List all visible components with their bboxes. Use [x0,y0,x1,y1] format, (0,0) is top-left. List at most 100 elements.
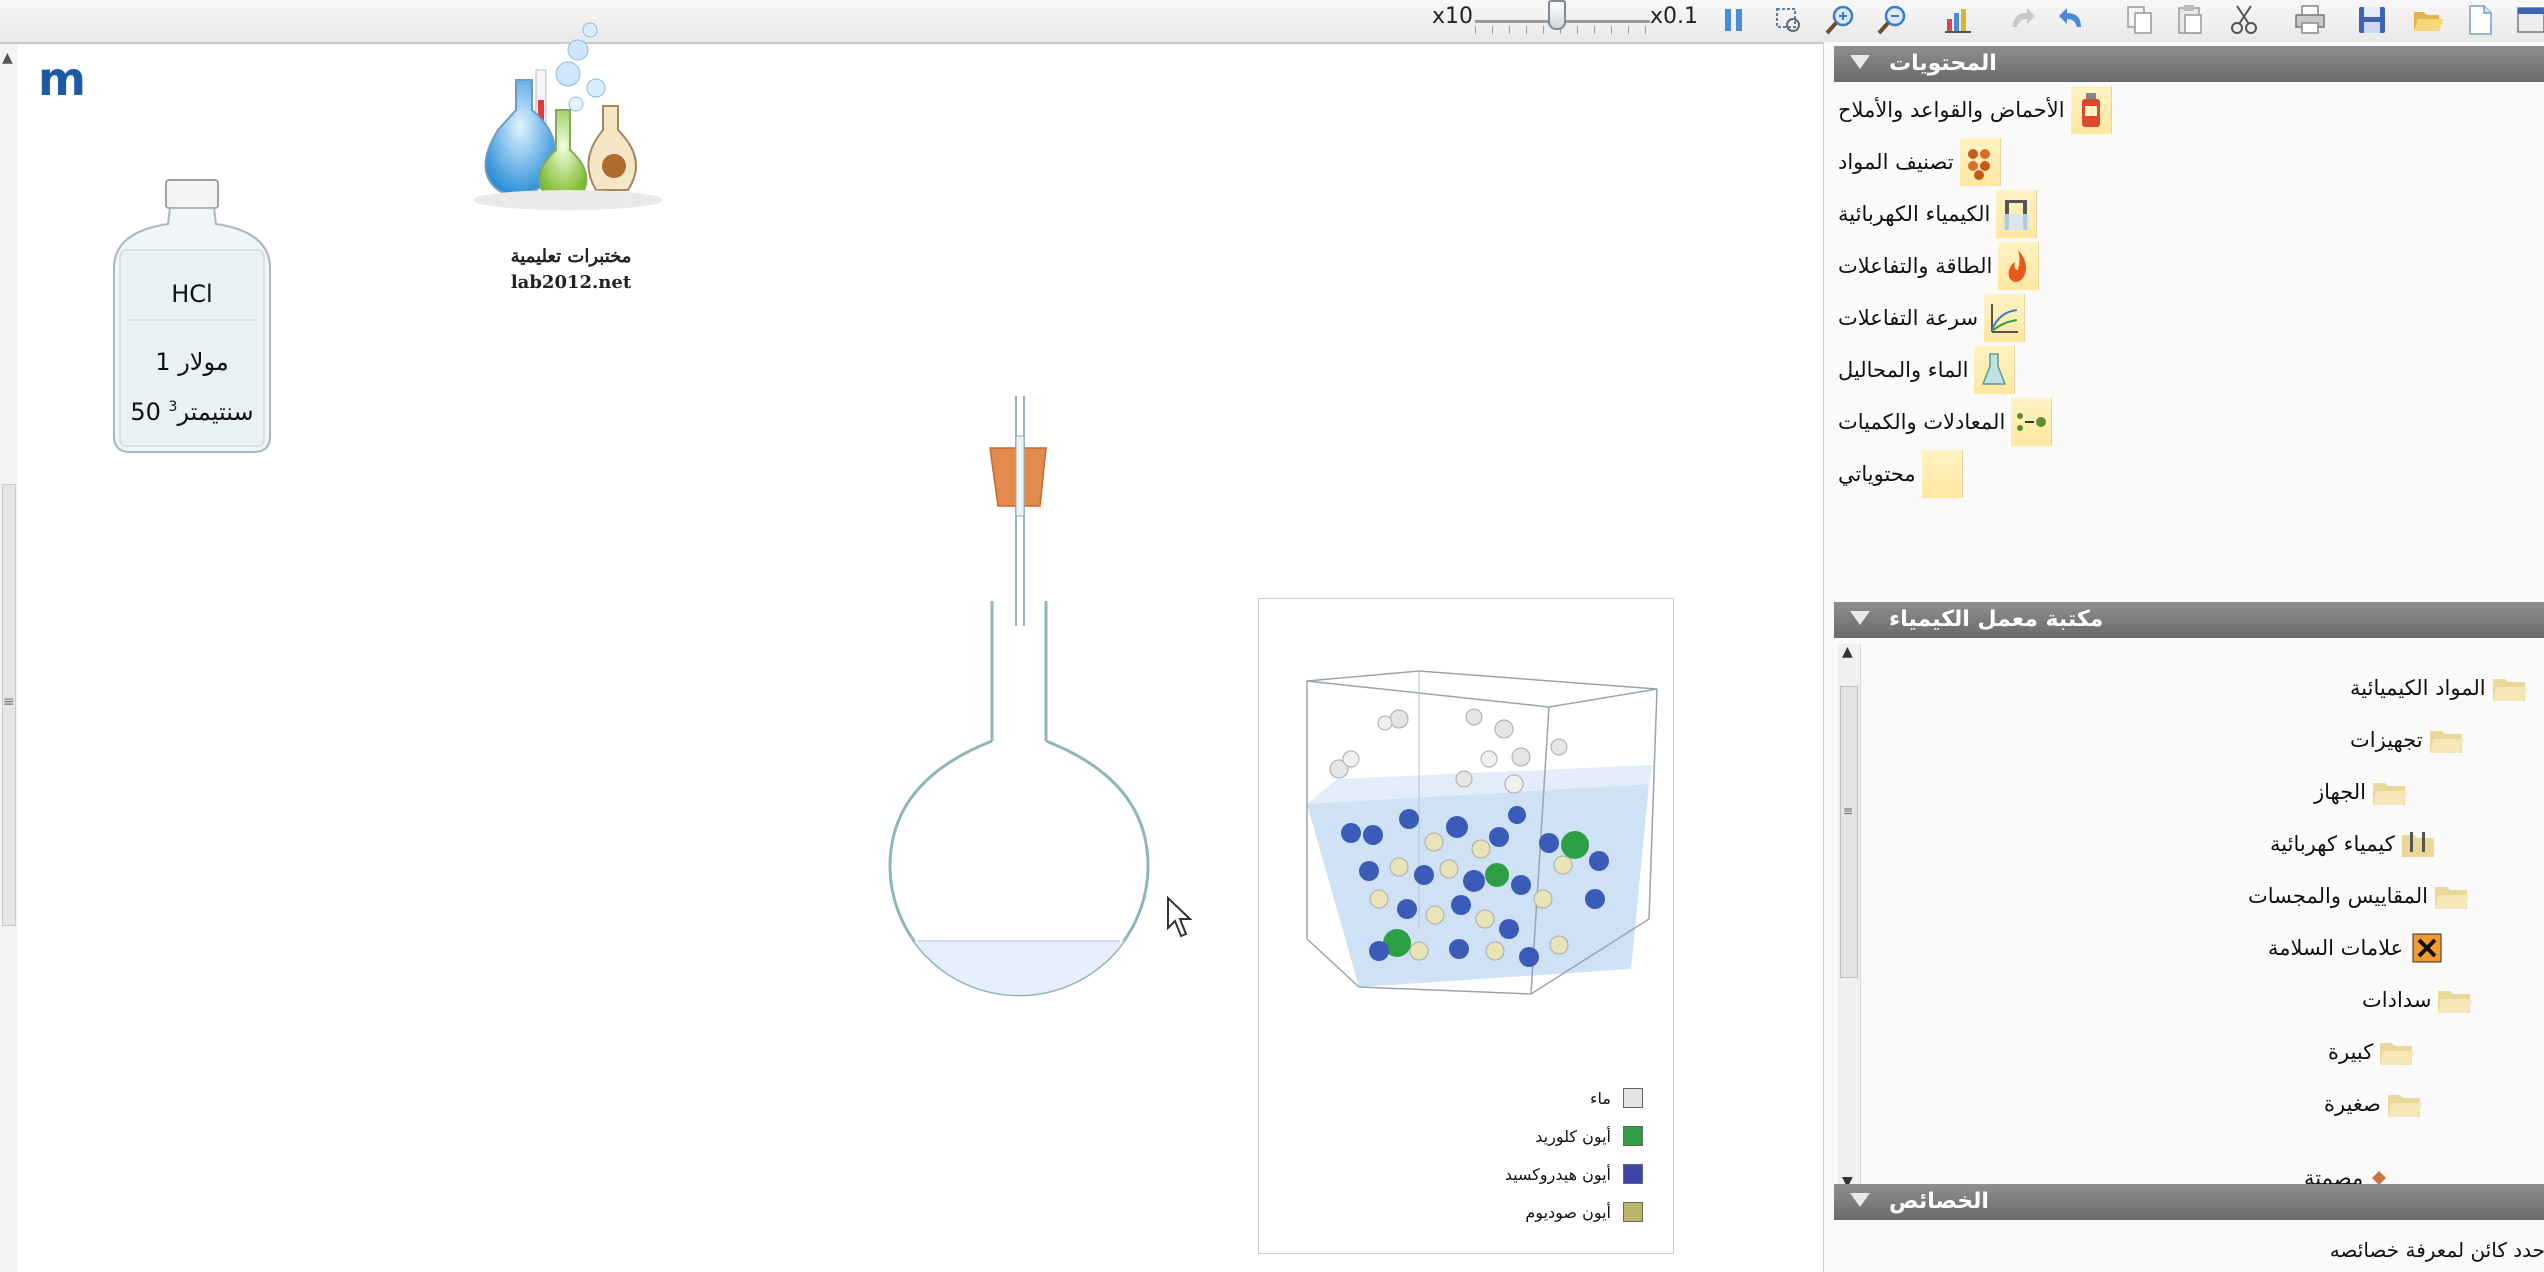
molecular-box [1306,670,1658,995]
library-item-apparatus[interactable]: الجهاز [2314,770,2408,814]
zoom-out-icon [1877,5,1906,35]
hazard-sign-icon [2407,931,2445,965]
electrochemistry-icon [1996,190,2038,238]
scroll-grip-icon: ≡ [3,694,15,710]
lab-logo-url: lab2012.net [510,272,632,293]
print-button[interactable] [2292,2,2328,38]
library-item-label: سدادات [2362,988,2432,1012]
undo-button[interactable] [2054,2,2090,38]
chart-icon [1945,9,1971,33]
speed-max-label: x10 [1432,4,1474,29]
library-item-stoppers[interactable]: سدادات [2362,978,2473,1022]
bottle-formula: HCl [171,280,213,308]
contents-item-energy[interactable]: الطاقة والتفاعلات [1838,242,2040,290]
extra-tool-button[interactable] [2514,2,2544,38]
library-item-electrochemistry[interactable]: كيمياء كهربائية [2270,822,2437,866]
properties-header[interactable]: الخصائص [1834,1184,2544,1220]
solution-particles [1341,806,1609,967]
speed-slider-thumb[interactable] [1548,0,1566,30]
library-title: مكتبة معمل الكيمياء [1889,607,2104,632]
cut-button[interactable] [2226,2,2262,38]
contents-item-label: الكيمياء الكهربائية [1838,202,1991,226]
molecular-view-panel[interactable]: ماء أيون كلوريد أيون هيدروكسيد أيون صودي… [1258,598,1674,1254]
collapse-icon[interactable] [1850,55,1870,69]
scroll-thumb[interactable] [2,484,16,926]
gas-particles [1329,708,1568,794]
properties-title: الخصائص [1889,1189,1989,1214]
contents-item-label: الماء والمحاليل [1838,358,1969,382]
diamond-icon [2367,1161,2391,1195]
hcl-bottle[interactable]: HCl 1 مولار 50 سنتيمتر3 [104,136,280,456]
library-item-label: كبيرة [2328,1040,2374,1064]
undo-icon [2059,8,2081,27]
open-folder-icon [2414,12,2444,31]
legend-swatch-chloride [1623,1126,1643,1146]
legend-item-chloride: أيون كلوريد [1535,1121,1643,1151]
new-document-button[interactable] [2462,2,2498,38]
equation-icon [2011,398,2053,446]
legend-label-sodium: أيون صوديوم [1525,1202,1611,1222]
zoom-fit-button[interactable] [1770,2,1806,38]
library-item-label: تجهيزات [2350,728,2423,752]
contents-header[interactable]: المحتويات [1834,46,2544,82]
scroll-up-icon[interactable]: ▲ [2,50,13,66]
collapse-icon[interactable] [1850,611,1870,625]
flame-icon [1998,242,2040,290]
contents-item-label: الأحماض والقواعد والأملاح [1838,98,2065,122]
library-item-small[interactable]: صغيرة [2324,1082,2423,1126]
graph-icon [1984,294,2026,342]
contents-item-label: سرعة التفاعلات [1838,306,1979,330]
folder-icon [2432,879,2470,913]
zoom-in-button[interactable] [1822,2,1858,38]
speed-min-label: x0.1 [1650,4,1699,29]
acid-bottle-icon [2070,86,2112,134]
legend-swatch-hydroxide [1623,1164,1643,1184]
legend-swatch-water [1623,1088,1643,1108]
toolbar: x10 x0.1 [0,0,2544,44]
flask-liquid [890,941,1148,995]
redo-button[interactable] [2004,2,2040,38]
scroll-down-icon[interactable]: ▼ [1842,1174,1853,1190]
library-item-label: الجهاز [2314,780,2367,804]
contents-item-electrochemistry[interactable]: الكيمياء الكهربائية [1838,190,2038,238]
canvas-vertical-scrollbar[interactable]: ▲ ≡ [0,44,19,1272]
scroll-up-icon[interactable]: ▲ [1842,644,1853,660]
scroll-thumb[interactable] [1840,686,1858,978]
paste-button[interactable] [2172,2,2208,38]
properties-hint: حدد كائن لمعرفة خصائصه [2329,1238,2544,1262]
workbench-canvas[interactable]: m مختبرات تعليمية lab2012.net HCl 1 مول [18,22,1823,1272]
library-item-large[interactable]: كبيرة [2328,1030,2415,1074]
contents-item-water-solutions[interactable]: الماء والمحاليل [1838,346,2016,394]
contents-item-my-contents[interactable]: محتوياتي [1838,450,1963,498]
library-item-meters-probes[interactable]: المقاييس والمجسات [2248,874,2470,918]
library-header[interactable]: مكتبة معمل الكيمياء [1834,602,2544,638]
print-icon [2295,5,2325,34]
round-bottom-flask[interactable] [858,396,1158,1016]
legend-item-sodium: أيون صوديوم [1525,1197,1643,1227]
copy-button[interactable] [2122,2,2158,38]
save-button[interactable] [2354,2,2390,38]
contents-item-acids[interactable]: الأحماض والقواعد والأملاح [1838,86,2112,134]
collapse-icon[interactable] [1850,1193,1870,1207]
contents-item-label: تصنيف المواد [1838,150,1954,174]
save-icon [2359,7,2385,33]
chart-button[interactable] [1940,2,1976,38]
library-item-safety-signs[interactable]: علامات السلامة [2268,926,2445,970]
lab-logo-title: مختبرات تعليمية [510,246,632,267]
library-item-equipment[interactable]: تجهيزات [2350,718,2465,762]
library-scrollbar[interactable]: ▲ ≡ ▼ [1838,644,1861,1204]
folder-icon [1921,450,1963,498]
molecules-icon [1959,138,2001,186]
library-item-chemicals[interactable]: المواد الكيميائية [2350,666,2528,710]
pause-button[interactable] [1716,2,1752,38]
folder-icon [2370,775,2408,809]
zoom-in-icon [1825,5,1854,35]
zoom-fit-icon [1776,8,1800,32]
speed-slider-ticks [1475,26,1650,34]
open-button[interactable] [2410,2,2446,38]
library-item-label: المقاييس والمجسات [2248,884,2428,908]
zoom-out-button[interactable] [1874,2,1910,38]
contents-item-classification[interactable]: تصنيف المواد [1838,138,2001,186]
contents-item-equations[interactable]: المعادلات والكميات [1838,398,2053,446]
contents-item-reaction-rate[interactable]: سرعة التفاعلات [1838,294,2026,342]
